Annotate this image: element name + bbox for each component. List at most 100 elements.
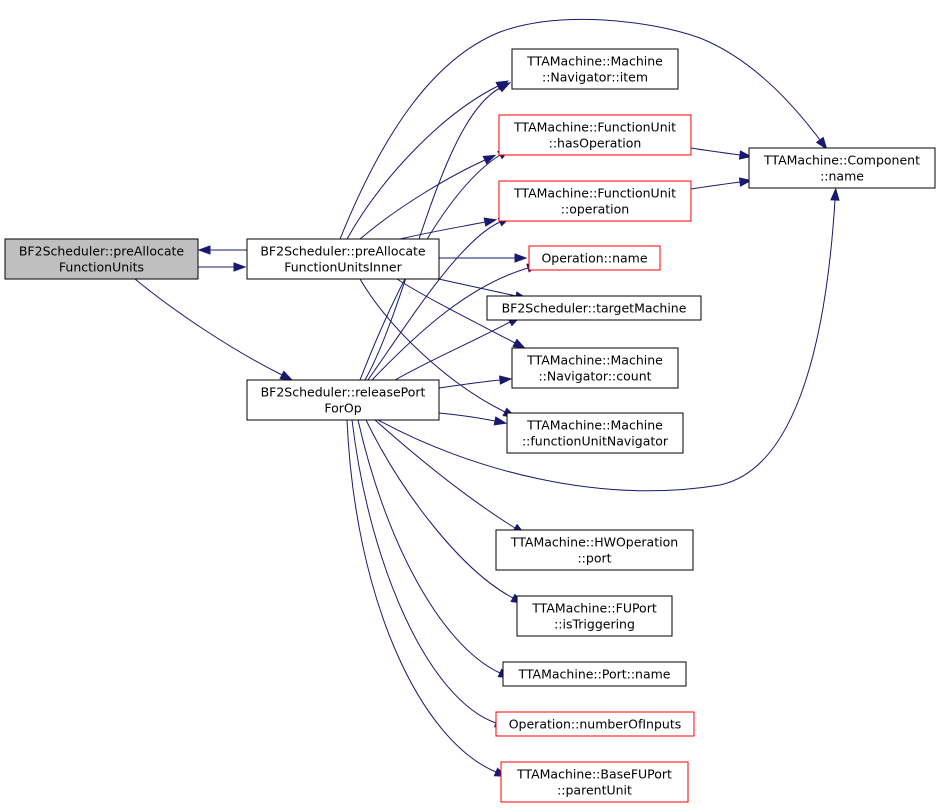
node-box[interactable] (498, 180, 692, 222)
edge-line (438, 278, 517, 297)
arrowhead-icon (483, 217, 498, 227)
node-box[interactable] (516, 595, 673, 637)
function-nodes: BF2Scheduler::preAllocateFunctionUnitsBF… (4, 48, 936, 803)
node-label-line: BF2Scheduler::releasePort (261, 385, 426, 400)
arrowhead-icon (279, 370, 294, 381)
node-box[interactable] (495, 529, 694, 571)
node-box[interactable] (495, 711, 695, 737)
node-label-line: TTAMachine::FUPort (531, 601, 657, 616)
node-hwPort[interactable]: TTAMachine::HWOperation::port (495, 529, 694, 571)
node-box[interactable] (528, 245, 661, 271)
node-parentUnit[interactable]: TTAMachine::BaseFUPort::parentUnit (500, 761, 689, 803)
node-fuNavigator[interactable]: TTAMachine::Machine::functionUnitNavigat… (506, 412, 684, 454)
arrowhead-icon (815, 136, 828, 150)
edge-fuHasOp-to-compName (690, 147, 753, 160)
node-label-line: ::parentUnit (557, 783, 632, 798)
edge-preAllocateInner-to-fuHasOp (359, 154, 497, 240)
node-label-line: TTAMachine::BaseFUPort (516, 767, 672, 782)
arrowhead-icon (830, 187, 840, 201)
node-label-line: ::operation (561, 202, 629, 217)
arrowhead-icon (482, 154, 497, 165)
arrowhead-icon (738, 150, 753, 160)
node-navCount[interactable]: TTAMachine::Machine::Navigator::count (511, 347, 679, 389)
node-box[interactable] (486, 295, 702, 321)
arrowhead-icon (497, 82, 511, 93)
edge-line (396, 278, 516, 344)
node-box[interactable] (506, 412, 684, 454)
arrowhead-icon (514, 253, 528, 263)
edge-line (374, 419, 516, 529)
node-box[interactable] (511, 347, 679, 389)
edge-line (359, 278, 506, 413)
arrowhead-icon (499, 375, 513, 385)
edge-preAllocateInner-to-fuOperation (399, 217, 498, 240)
node-fuHasOp[interactable]: TTAMachine::FunctionUnit::hasOperation (498, 114, 692, 156)
node-label-line: Operation::name (541, 251, 647, 266)
node-numInputs[interactable]: Operation::numberOfInputs (495, 711, 695, 737)
edge-line (134, 278, 283, 376)
edge-releasePort-to-targetMachine (394, 316, 521, 381)
arrowhead-icon (233, 262, 247, 272)
arrowhead-icon (493, 416, 508, 426)
node-label-line: ::Navigator::item (542, 70, 648, 85)
arrowhead-icon (738, 177, 753, 187)
edge-line (339, 18, 821, 240)
node-box[interactable] (246, 238, 440, 280)
node-box[interactable] (500, 761, 689, 803)
edge-preAllocateInner-to-compName (339, 18, 828, 240)
node-box[interactable] (498, 114, 692, 156)
node-box[interactable] (502, 661, 687, 687)
edge-line (359, 159, 486, 240)
edge-preAllocateInner-to-navCount (396, 278, 526, 349)
node-opName[interactable]: Operation::name (528, 245, 661, 271)
edge-line (690, 181, 741, 190)
node-label-line: BF2Scheduler::preAllocate (19, 244, 185, 259)
node-label-line: ::functionUnitNavigator (522, 434, 669, 449)
node-portName[interactable]: TTAMachine::Port::name (502, 661, 687, 687)
node-label-line: FunctionUnitsInner (284, 260, 402, 275)
edge-line (346, 419, 497, 773)
node-label-line: TTAMachine::Machine (526, 418, 663, 433)
edge-line (377, 199, 836, 492)
node-label-line: TTAMachine::FunctionUnit (513, 186, 676, 201)
node-box[interactable] (748, 147, 936, 189)
node-fuOperation[interactable]: TTAMachine::FunctionUnit::operation (498, 180, 692, 222)
edge-line (438, 379, 501, 389)
edge-preAllocateInner-to-opName (439, 253, 528, 263)
node-label-line: TTAMachine::Machine (526, 54, 663, 69)
node-label-line: ::Navigator::count (538, 369, 651, 384)
edge-line (364, 87, 501, 381)
node-targetMachine[interactable]: BF2Scheduler::targetMachine (486, 295, 702, 321)
node-box[interactable] (246, 379, 440, 421)
edge-releasePort-to-portName (357, 419, 512, 679)
node-compName[interactable]: TTAMachine::Component::name (748, 147, 936, 189)
edge-line (371, 267, 529, 381)
edge-releasePort-to-fuNavigator (438, 412, 508, 426)
edge-releasePort-to-compName (377, 187, 840, 492)
node-box[interactable] (511, 48, 679, 90)
node-label-line: ::isTriggering (554, 617, 635, 632)
edge-line (394, 321, 511, 381)
node-navItem[interactable]: TTAMachine::Machine::Navigator::item (511, 48, 679, 90)
node-label-line: TTAMachine::Component (763, 153, 920, 168)
node-box[interactable] (4, 238, 199, 280)
edge-line (438, 412, 496, 422)
edge-preAllocate-to-releasePort (134, 278, 294, 381)
edge-line (346, 85, 499, 240)
arrowhead-icon (197, 245, 211, 255)
edge-releasePort-to-navItem (364, 82, 511, 381)
node-label-line: ::hasOperation (549, 136, 642, 151)
edge-line (367, 221, 501, 381)
arrowhead-icon (512, 338, 526, 349)
edge-line (365, 419, 514, 599)
node-isTriggering[interactable]: TTAMachine::FUPort::isTriggering (516, 595, 673, 637)
edge-line (399, 221, 486, 240)
edge-releasePort-to-isTriggering (365, 419, 524, 604)
edge-line (690, 147, 741, 156)
node-label-line: TTAMachine::Machine (526, 353, 663, 368)
node-preAllocateInner[interactable]: BF2Scheduler::preAllocateFunctionUnitsIn… (246, 238, 440, 280)
edge-preAllocateInner-to-preAllocate (197, 245, 248, 255)
